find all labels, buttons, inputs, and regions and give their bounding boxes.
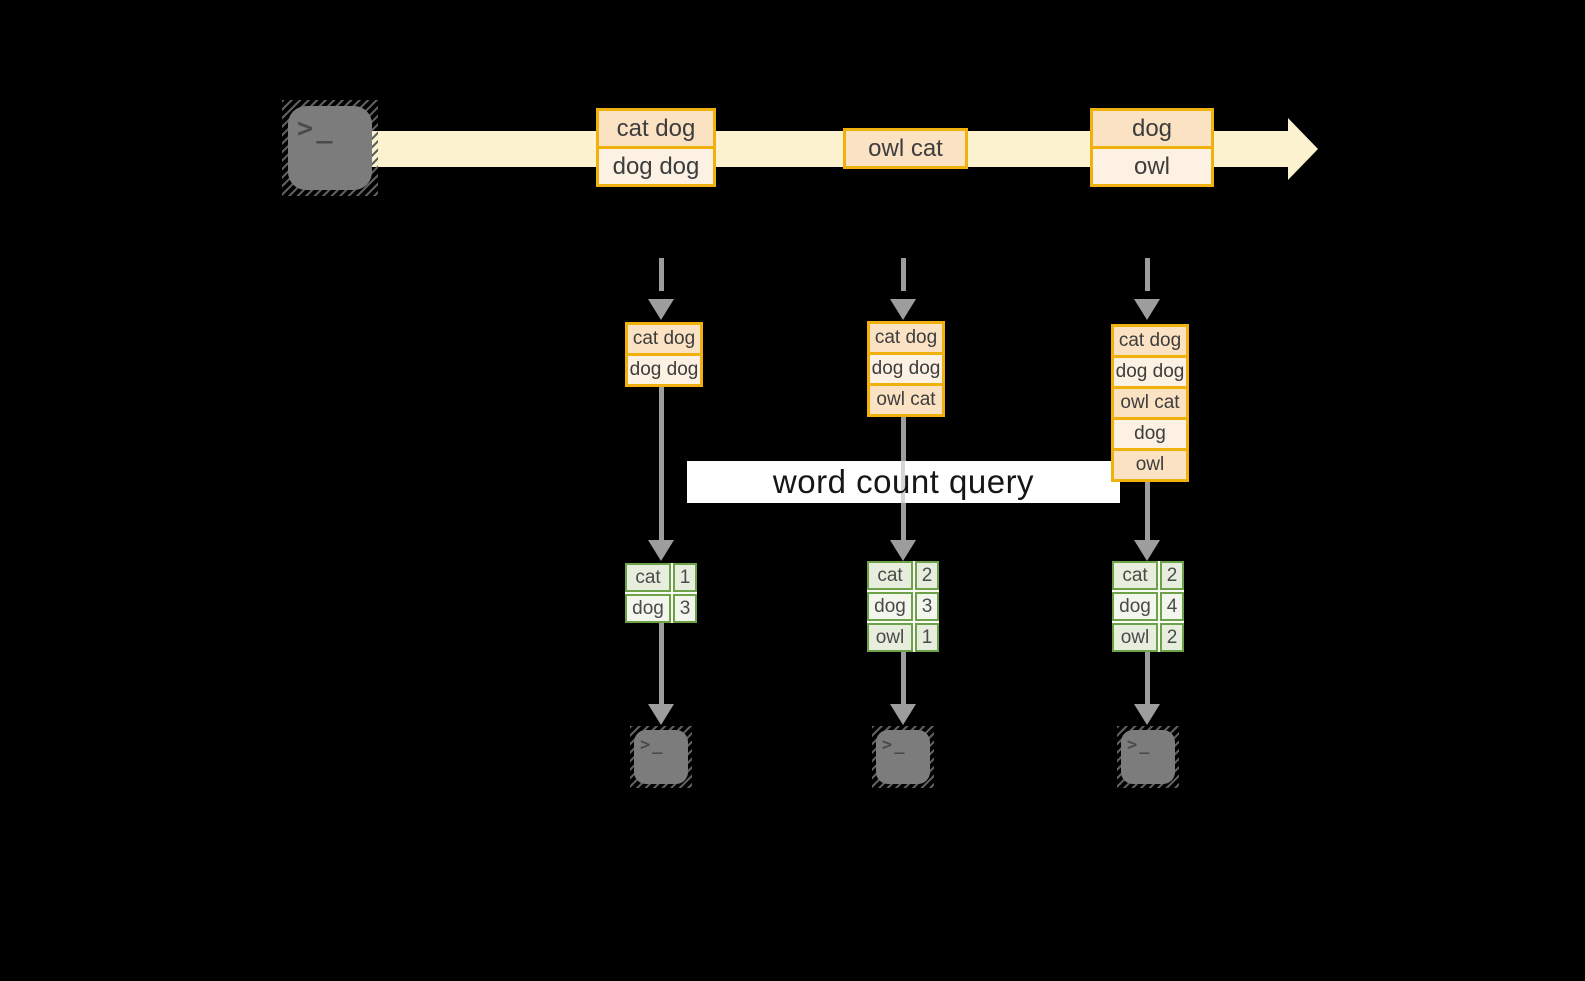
count-cell: 3	[673, 594, 697, 623]
buffer-stack-3: cat dog dog dog owl cat dog owl	[1111, 324, 1189, 482]
dashed-arrow-shaft	[901, 258, 906, 291]
query-label: word count query	[772, 463, 1035, 500]
buffer-row: owl	[1114, 448, 1186, 479]
terminal-prompt-glyph: >_	[882, 735, 907, 755]
stream-event-3: dog owl	[1090, 108, 1214, 187]
flow-arrow-shaft	[1145, 482, 1150, 540]
sink-terminal-icon: >_	[1117, 726, 1179, 788]
count-cell: 2	[1160, 623, 1184, 652]
count-table-3: cat 2 dog 4 owl 2	[1112, 561, 1184, 652]
dashed-arrow-shaft	[1145, 258, 1150, 291]
terminal-prompt-glyph: >_	[1127, 735, 1152, 755]
event-line: dog	[1093, 111, 1211, 146]
flow-arrow-shaft	[901, 652, 906, 704]
arrow-through-banner	[901, 461, 905, 503]
count-table-1: cat 1 dog 3	[625, 563, 697, 623]
terminal-body	[1121, 730, 1175, 784]
down-arrowhead-icon	[648, 299, 674, 320]
buffer-row: cat dog	[628, 325, 700, 353]
down-arrowhead-icon	[890, 299, 916, 320]
down-arrowhead-icon	[648, 704, 674, 725]
buffer-row: owl cat	[870, 383, 942, 414]
sink-terminal-icon: >_	[630, 726, 692, 788]
stream-arrowhead-icon	[1288, 118, 1318, 180]
terminal-body	[634, 730, 688, 784]
dashed-arrow-shaft	[659, 258, 664, 291]
buffer-stack-1: cat dog dog dog	[625, 322, 703, 387]
word-cell: owl	[1112, 623, 1158, 652]
count-cell: 4	[1160, 592, 1184, 621]
count-cell: 3	[915, 592, 939, 621]
buffer-row: dog	[1114, 417, 1186, 448]
count-cell: 2	[1160, 561, 1184, 590]
stream-event-2: owl cat	[843, 128, 968, 169]
buffer-row: cat dog	[1114, 327, 1186, 355]
event-line: cat dog	[599, 111, 713, 146]
count-table-2: cat 2 dog 3 owl 1	[867, 561, 939, 652]
down-arrowhead-icon	[890, 704, 916, 725]
flow-arrow-shaft	[1145, 652, 1150, 704]
count-cell: 1	[673, 563, 697, 592]
event-line: dog dog	[599, 146, 713, 184]
terminal-body	[288, 106, 372, 190]
event-line: owl	[1093, 146, 1211, 184]
down-arrowhead-icon	[1134, 540, 1160, 561]
word-cell: dog	[1112, 592, 1158, 621]
terminal-prompt-glyph: >_	[640, 735, 665, 755]
query-label-box: word count query	[687, 461, 1120, 503]
word-cell: dog	[867, 592, 913, 621]
buffer-row: dog dog	[1114, 355, 1186, 386]
count-cell: 2	[915, 561, 939, 590]
word-cell: owl	[867, 623, 913, 652]
source-terminal-icon: >_	[282, 100, 378, 196]
flow-arrow-shaft	[659, 623, 664, 704]
terminal-body	[876, 730, 930, 784]
down-arrowhead-icon	[1134, 299, 1160, 320]
terminal-prompt-glyph: >_	[297, 113, 336, 144]
stream-event-1: cat dog dog dog	[596, 108, 716, 187]
buffer-stack-2: cat dog dog dog owl cat	[867, 321, 945, 417]
buffer-row: dog dog	[870, 352, 942, 383]
down-arrowhead-icon	[648, 540, 674, 561]
down-arrowhead-icon	[890, 540, 916, 561]
word-cell: cat	[625, 563, 671, 592]
flow-arrow-shaft	[659, 387, 664, 540]
event-line: owl cat	[846, 131, 965, 166]
down-arrowhead-icon	[1134, 704, 1160, 725]
sink-terminal-icon: >_	[872, 726, 934, 788]
count-cell: 1	[915, 623, 939, 652]
buffer-row: owl cat	[1114, 386, 1186, 417]
word-cell: dog	[625, 594, 671, 623]
buffer-row: dog dog	[628, 353, 700, 384]
word-cell: cat	[867, 561, 913, 590]
word-cell: cat	[1112, 561, 1158, 590]
buffer-row: cat dog	[870, 324, 942, 352]
